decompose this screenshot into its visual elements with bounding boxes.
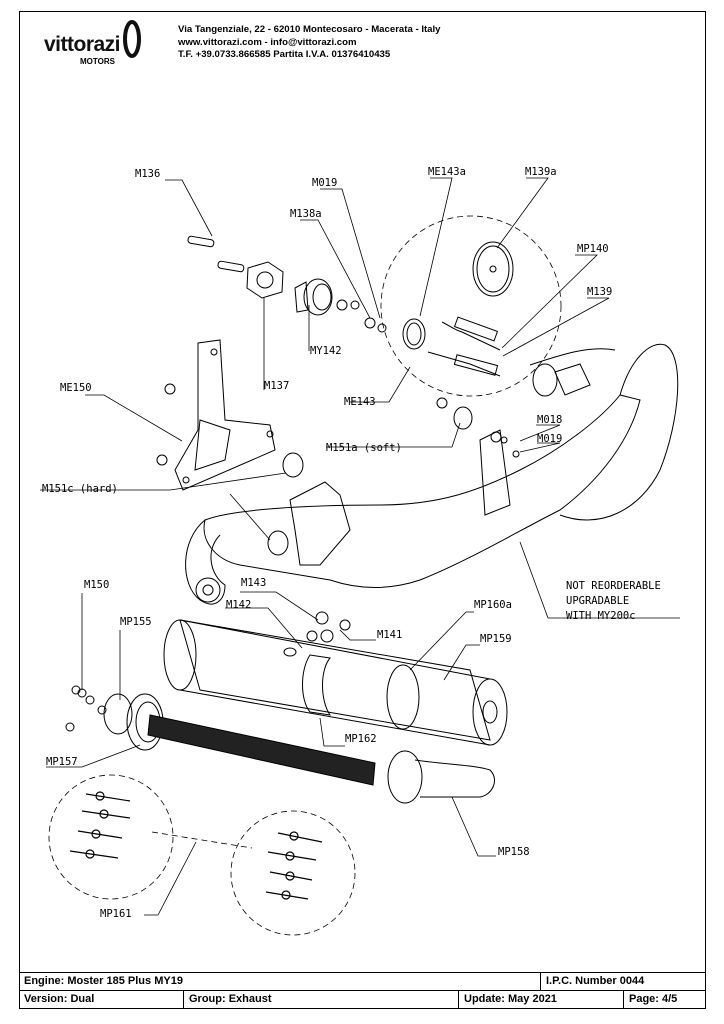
label-m151a: M151a (soft) xyxy=(326,442,402,454)
phone-line: T.F. +39.0733.866585 Partita I.V.A. 0137… xyxy=(178,49,391,60)
title-row-2: Version: Dual Group: Exhaust Update: May… xyxy=(19,990,706,1009)
label-m150: M150 xyxy=(84,579,109,591)
label-m136: M136 xyxy=(135,168,160,180)
label-mp158: MP158 xyxy=(498,846,530,858)
logo-subtitle: MOTORS xyxy=(80,57,115,66)
label-m141: M141 xyxy=(377,629,402,641)
label-m151c: M151c (hard) xyxy=(42,483,118,495)
group-cell: Group: Exhaust xyxy=(184,991,459,1008)
label-mp162: MP162 xyxy=(345,733,377,745)
label-m019: M019 xyxy=(312,177,337,189)
label-mp140: MP140 xyxy=(577,243,609,255)
label-mp161: MP161 xyxy=(100,908,132,920)
label-my142: MY142 xyxy=(310,345,342,357)
label-m018: M018 xyxy=(537,414,562,426)
title-row-1: Engine: Moster 185 Plus MY19 I.P.C. Numb… xyxy=(19,972,706,990)
engine-cell: Engine: Moster 185 Plus MY19 xyxy=(19,973,541,990)
label-m139: M139 xyxy=(587,286,612,298)
company-address: Via Tangenziale, 22 - 62010 Montecosaro … xyxy=(178,24,441,62)
header: vittorazi MOTORS Via Tangenziale, 22 - 6… xyxy=(30,15,490,75)
ipc-cell: I.P.C. Number 0044 xyxy=(546,975,645,987)
drawing-frame xyxy=(19,11,706,1009)
label-me143: ME143 xyxy=(344,396,376,408)
page-cell: Page: 4/5 xyxy=(629,993,678,1005)
web-line: www.vittorazi.com - info@vittorazi.com xyxy=(178,36,357,48)
label-mp159: MP159 xyxy=(480,633,512,645)
title-block: Engine: Moster 185 Plus MY19 I.P.C. Numb… xyxy=(19,972,706,1009)
label-mp157: MP157 xyxy=(46,756,78,768)
note-line2: UPGRADABLE xyxy=(566,595,629,607)
logo-text: vittorazi xyxy=(44,33,121,56)
label-mp160a: MP160a xyxy=(474,599,512,611)
address-line: Via Tangenziale, 22 - 62010 Montecosaro … xyxy=(178,24,441,35)
label-me143a: ME143a xyxy=(428,166,466,178)
update-cell: Update: May 2021 xyxy=(459,991,624,1008)
note-line3: WITH MY200c xyxy=(566,610,636,622)
label-me150: ME150 xyxy=(60,382,92,394)
label-m019-right: M019 xyxy=(537,433,562,445)
label-mp155: MP155 xyxy=(120,616,152,628)
logo-mark-icon xyxy=(123,20,141,58)
label-m139a: M139a xyxy=(525,166,557,178)
label-m137: M137 xyxy=(264,380,289,392)
note-line1: NOT REORDERABLE xyxy=(566,580,661,592)
label-m142: M142 xyxy=(226,599,251,611)
label-m138a: M138a xyxy=(290,208,322,220)
label-m143: M143 xyxy=(241,577,266,589)
version-cell: Version: Dual xyxy=(19,991,184,1008)
